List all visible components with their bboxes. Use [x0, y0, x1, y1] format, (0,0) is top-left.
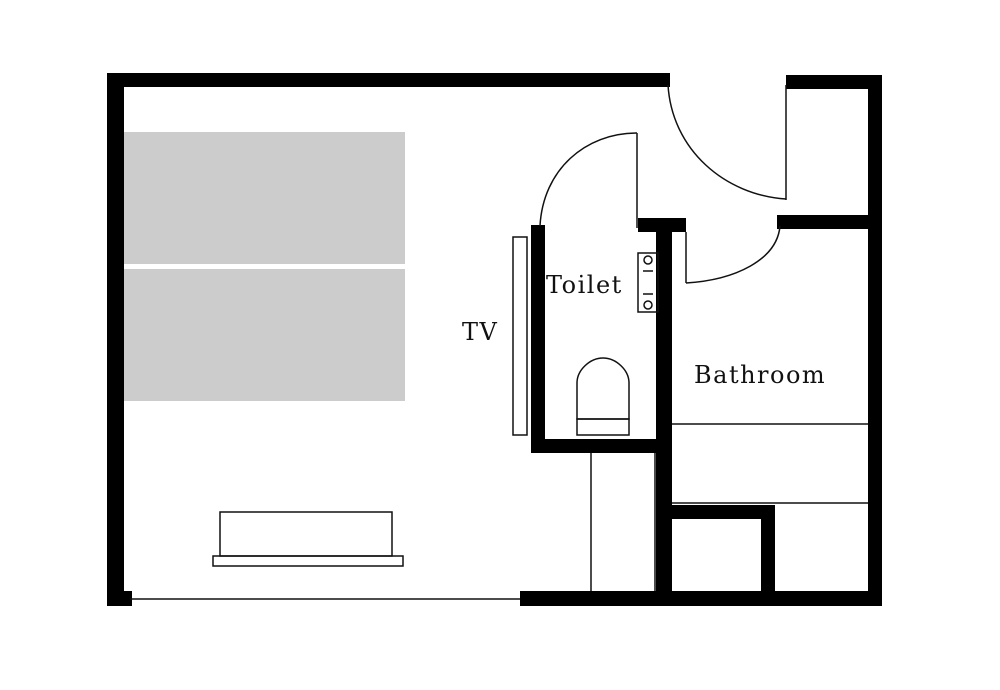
wash-basin	[637, 252, 659, 313]
basin-knob-top	[643, 255, 653, 265]
wall-left-foot	[107, 591, 132, 606]
sofa-base	[212, 555, 404, 567]
interior-walls	[531, 215, 870, 604]
bath-partitions	[590, 423, 868, 591]
entrance-door-swing	[667, 84, 787, 200]
wall-top-right	[786, 75, 882, 89]
bed-bottom	[124, 269, 405, 401]
toilet-wall-bottom	[531, 439, 671, 453]
sofa	[212, 511, 404, 567]
toilet-wall-left	[531, 225, 545, 453]
bed-top	[124, 132, 405, 264]
wall-right	[868, 75, 882, 606]
tv-label: TV	[462, 318, 498, 346]
toilet-tank	[576, 418, 630, 436]
wall-top-left	[110, 73, 670, 87]
beds	[124, 132, 405, 401]
toilet-door-swing	[539, 132, 638, 227]
wall-bottom-right	[520, 591, 882, 606]
closet-wall-top	[660, 505, 775, 519]
outer-walls	[107, 73, 882, 606]
bathroom-door-swing	[685, 225, 781, 284]
toilet-label: Toilet	[546, 271, 623, 299]
basin-knob-bottom	[643, 300, 653, 310]
wall-left	[107, 73, 124, 606]
tv-unit	[512, 236, 528, 436]
bathroom-label: Bathroom	[694, 361, 826, 389]
toilet-bowl	[576, 357, 630, 420]
bath-wall-top	[777, 215, 870, 229]
closet-wall-right	[761, 505, 775, 600]
sofa-back	[219, 511, 393, 557]
basin-body	[637, 252, 659, 313]
doors	[539, 84, 787, 284]
toilet-fixture	[576, 357, 630, 436]
